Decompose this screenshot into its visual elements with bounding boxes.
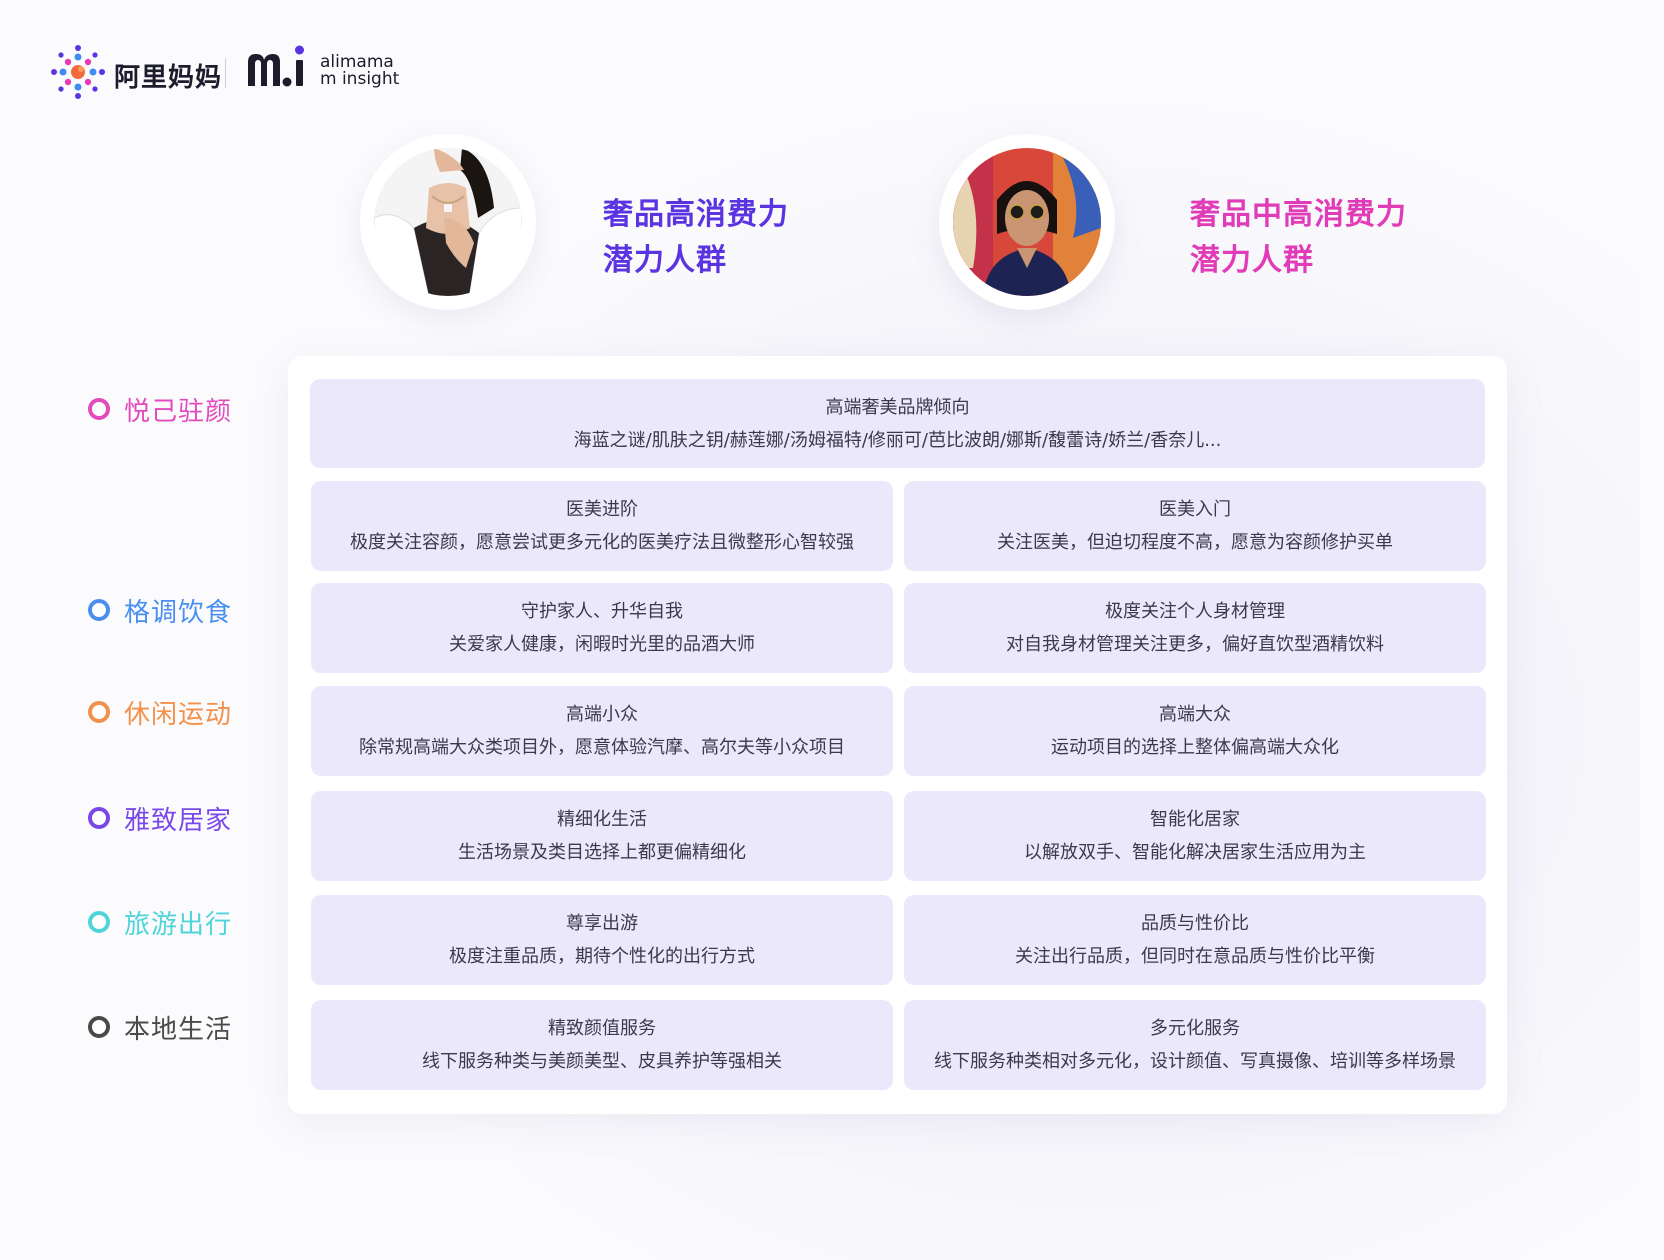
card-home-left: 精细化生活 生活场景及类目选择上都更偏精细化 bbox=[311, 791, 893, 881]
card-desc: 运动项目的选择上整体偏高端大众化 bbox=[1051, 737, 1339, 758]
card-local-left: 精致颜值服务 线下服务种类与美颜美型、皮具养护等强相关 bbox=[311, 1000, 893, 1090]
category-label: 雅致居家 bbox=[124, 805, 233, 836]
category-beauty: 悦己驻颜 bbox=[88, 389, 232, 429]
persona-title-2-line1: 奢品中高消费力 bbox=[1190, 197, 1407, 232]
card-desc: 关爱家人健康，闲暇时光里的品酒大师 bbox=[449, 634, 755, 655]
persona-title-2-line2: 潜力人群 bbox=[1190, 243, 1314, 278]
category-home: 雅致居家 bbox=[88, 798, 232, 838]
card-desc: 极度注重品质，期待个性化的出行方式 bbox=[449, 946, 755, 967]
category-label: 休闲运动 bbox=[124, 699, 233, 730]
ring-bullet-icon bbox=[88, 599, 110, 621]
card-desc: 除常规高端大众类项目外，愿意体验汽摩、高尔夫等小众项目 bbox=[359, 737, 845, 758]
m-insight-line2: m insight bbox=[320, 69, 400, 89]
ring-bullet-icon bbox=[88, 701, 110, 723]
ring-bullet-icon bbox=[88, 807, 110, 829]
card-desc: 线下服务种类与美颜美型、皮具养护等强相关 bbox=[422, 1051, 782, 1072]
m-insight-line1: alimama bbox=[320, 52, 394, 72]
category-dining: 格调饮食 bbox=[88, 590, 232, 630]
card-title: 品质与性价比 bbox=[1141, 913, 1249, 934]
card-travel-left: 尊享出游 极度注重品质，期待个性化的出行方式 bbox=[311, 895, 893, 985]
persona-title-1-line1: 奢品高消费力 bbox=[603, 197, 789, 232]
ring-bullet-icon bbox=[88, 911, 110, 933]
logo-divider bbox=[225, 58, 226, 88]
alimama-logo-icon bbox=[51, 45, 105, 99]
m-insight-logo-icon bbox=[248, 45, 304, 87]
category-label: 格调饮食 bbox=[124, 597, 233, 628]
m-insight-wordmark: alimama m insight bbox=[320, 54, 399, 88]
category-local-life: 本地生活 bbox=[88, 1007, 232, 1047]
card-desc: 对自我身材管理关注更多，偏好直饮型酒精饮料 bbox=[1006, 634, 1384, 655]
card-title: 医美进阶 bbox=[566, 499, 638, 520]
card-beauty-left: 医美进阶 极度关注容颜，愿意尝试更多元化的医美疗法且微整形心智较强 bbox=[311, 481, 893, 571]
category-sports: 休闲运动 bbox=[88, 692, 232, 732]
card-title: 极度关注个人身材管理 bbox=[1105, 601, 1285, 622]
card-title: 高端奢美品牌倾向 bbox=[825, 397, 970, 418]
card-desc: 海蓝之谜/肌肤之钥/赫莲娜/汤姆福特/修丽可/芭比波朗/娜斯/馥蕾诗/娇兰/香奈… bbox=[573, 430, 1222, 451]
card-travel-right: 品质与性价比 关注出行品质，但同时在意品质与性价比平衡 bbox=[904, 895, 1486, 985]
category-label: 本地生活 bbox=[124, 1014, 233, 1045]
card-desc: 极度关注容颜，愿意尝试更多元化的医美疗法且微整形心智较强 bbox=[350, 532, 854, 553]
card-desc: 关注医美，但迫切程度不高，愿意为容颜修护买单 bbox=[997, 532, 1393, 553]
card-title: 医美入门 bbox=[1159, 499, 1231, 520]
card-desc: 线下服务种类相对多元化，设计颜值、写真摄像、培训等多样场景 bbox=[934, 1051, 1456, 1072]
card-desc: 生活场景及类目选择上都更偏精细化 bbox=[458, 842, 746, 863]
card-title: 多元化服务 bbox=[1150, 1018, 1240, 1039]
persona-title-2: 奢品中高消费力 潜力人群 bbox=[1190, 192, 1407, 284]
category-travel: 旅游出行 bbox=[88, 902, 232, 942]
card-sports-left: 高端小众 除常规高端大众类项目外，愿意体验汽摩、高尔夫等小众项目 bbox=[311, 686, 893, 776]
persona-title-1: 奢品高消费力 潜力人群 bbox=[603, 192, 789, 284]
card-title: 尊享出游 bbox=[566, 913, 638, 934]
card-dining-left: 守护家人、升华自我 关爱家人健康，闲暇时光里的品酒大师 bbox=[311, 583, 893, 673]
card-local-right: 多元化服务 线下服务种类相对多元化，设计颜值、写真摄像、培训等多样场景 bbox=[904, 1000, 1486, 1090]
category-label: 悦己驻颜 bbox=[124, 396, 233, 427]
persona-avatar-1 bbox=[360, 134, 536, 310]
category-label: 旅游出行 bbox=[124, 909, 233, 940]
card-title: 守护家人、升华自我 bbox=[521, 601, 683, 622]
persona-photo-1 bbox=[374, 148, 522, 296]
card-title: 高端小众 bbox=[566, 704, 638, 725]
persona-photo-2 bbox=[953, 148, 1101, 296]
card-desc: 以解放双手、智能化解决居家生活应用为主 bbox=[1024, 842, 1366, 863]
comparison-panel: 高端奢美品牌倾向 海蓝之谜/肌肤之钥/赫莲娜/汤姆福特/修丽可/芭比波朗/娜斯/… bbox=[288, 356, 1507, 1114]
card-sports-right: 高端大众 运动项目的选择上整体偏高端大众化 bbox=[904, 686, 1486, 776]
brand-card: 高端奢美品牌倾向 海蓝之谜/肌肤之钥/赫莲娜/汤姆福特/修丽可/芭比波朗/娜斯/… bbox=[310, 379, 1485, 468]
card-title: 精致颜值服务 bbox=[548, 1018, 656, 1039]
alimama-wordmark: 阿里妈妈 bbox=[114, 63, 223, 93]
card-title: 精细化生活 bbox=[557, 809, 647, 830]
ring-bullet-icon bbox=[88, 398, 110, 420]
persona-title-1-line2: 潜力人群 bbox=[603, 243, 727, 278]
card-title: 智能化居家 bbox=[1150, 809, 1240, 830]
card-desc: 关注出行品质，但同时在意品质与性价比平衡 bbox=[1015, 946, 1375, 967]
ring-bullet-icon bbox=[88, 1016, 110, 1038]
card-beauty-right: 医美入门 关注医美，但迫切程度不高，愿意为容颜修护买单 bbox=[904, 481, 1486, 571]
card-dining-right: 极度关注个人身材管理 对自我身材管理关注更多，偏好直饮型酒精饮料 bbox=[904, 583, 1486, 673]
persona-avatar-2 bbox=[939, 134, 1115, 310]
card-title: 高端大众 bbox=[1159, 704, 1231, 725]
card-home-right: 智能化居家 以解放双手、智能化解决居家生活应用为主 bbox=[904, 791, 1486, 881]
